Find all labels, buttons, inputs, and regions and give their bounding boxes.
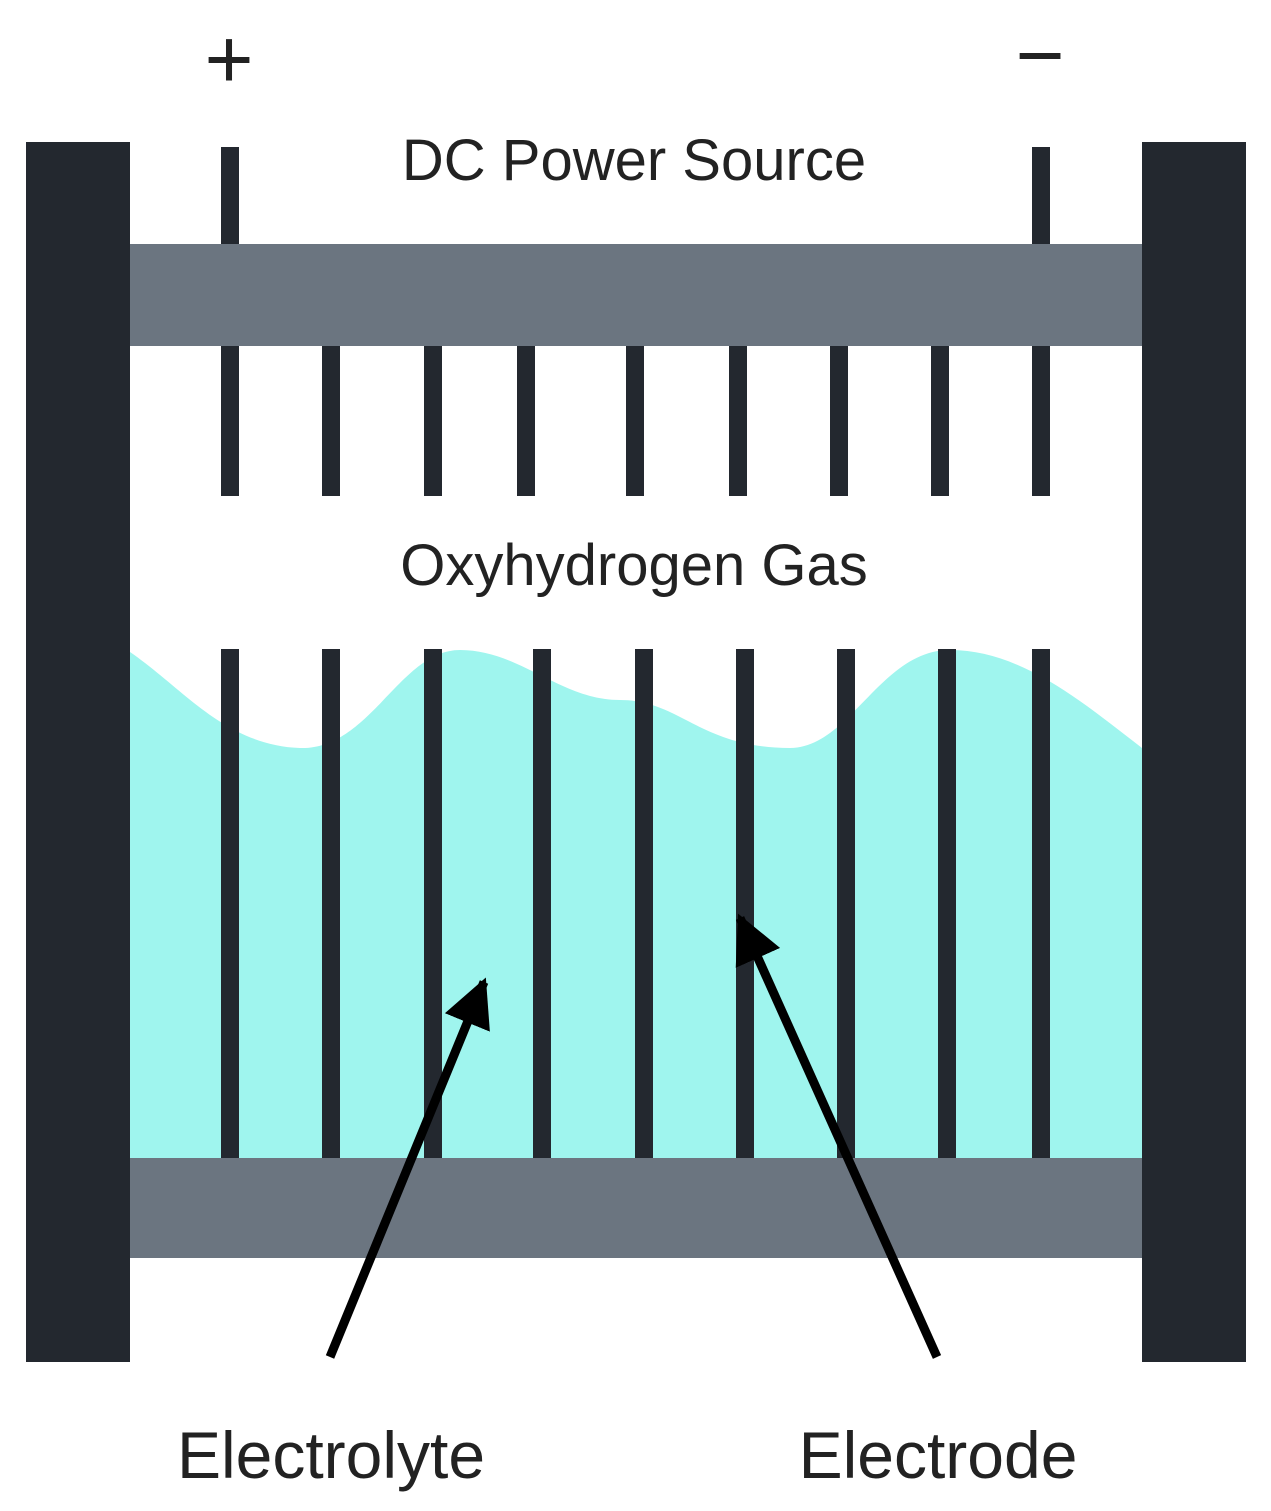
electrolyte-label: Electrolyte (177, 1418, 485, 1492)
negative-terminal-label: − (1015, 8, 1064, 102)
lower-electrode (322, 649, 340, 1158)
right-wall (1142, 142, 1246, 1362)
upper-electrodes (221, 346, 1050, 496)
upper-electrode (931, 346, 949, 496)
lower-electrode (837, 649, 855, 1158)
lower-electrode (424, 649, 442, 1158)
upper-electrode (221, 346, 239, 496)
upper-electrode (1032, 346, 1050, 496)
lower-electrode (736, 649, 754, 1158)
upper-electrode (729, 346, 747, 496)
electrolyte-arrow (325, 977, 490, 1359)
top-bar (130, 244, 1142, 346)
lower-electrode (533, 649, 551, 1158)
upper-electrode (322, 346, 340, 496)
power-source-label: DC Power Source (402, 128, 866, 193)
lower-electrodes (221, 649, 1050, 1158)
negative-terminal-lead (1032, 147, 1050, 244)
left-wall (26, 142, 130, 1362)
gas-label: Oxyhydrogen Gas (400, 533, 867, 598)
upper-electrode (626, 346, 644, 496)
upper-electrode (424, 346, 442, 496)
lower-electrode (221, 649, 239, 1158)
lower-electrode (938, 649, 956, 1158)
electrode-arrow (735, 913, 942, 1359)
positive-terminal-label: + (204, 12, 253, 106)
lower-electrode (635, 649, 653, 1158)
upper-electrode (830, 346, 848, 496)
lower-electrode (1032, 649, 1050, 1158)
positive-terminal-lead (221, 147, 239, 244)
upper-electrode (517, 346, 535, 496)
bottom-bar (130, 1158, 1142, 1258)
electrode-label: Electrode (799, 1418, 1078, 1492)
